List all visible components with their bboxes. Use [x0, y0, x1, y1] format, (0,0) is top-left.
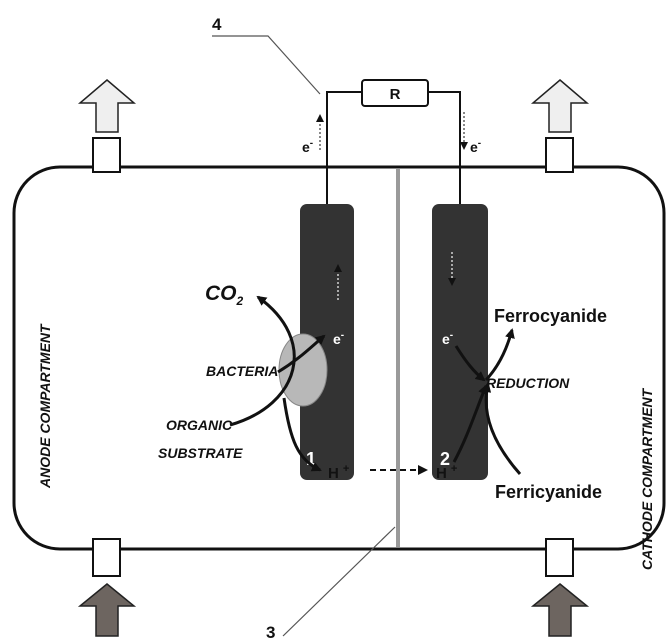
cathode-proton-label: H+ — [436, 463, 457, 482]
wire-electron-right: e- — [470, 138, 481, 155]
anode-inlet-port — [92, 538, 121, 577]
cathode-outlet-port — [545, 137, 574, 173]
proton-to-reduction-arrow — [452, 384, 488, 463]
cathode-outlet-arrow-icon — [530, 79, 590, 133]
bacteria-label: BACTERIA — [206, 363, 278, 379]
cathode-number: 2 — [440, 449, 450, 469]
anode-outlet-arrow-icon — [77, 79, 137, 133]
anode-electrode — [300, 204, 354, 480]
oxidation-to-electron-arrow — [277, 334, 326, 374]
external-circuit-wire-right — [428, 91, 461, 207]
anode-number: 1 — [306, 449, 316, 469]
anode-compartment-label: ANODE COMPARTMENT — [37, 323, 53, 489]
cathode-compartment-label: CATHODE COMPARTMENT — [639, 387, 655, 570]
cathode-electron-label: e- — [442, 330, 453, 347]
membrane-leader-line — [282, 526, 396, 637]
anode-electron-label: e- — [333, 330, 344, 347]
organic-label: ORGANIC — [166, 417, 233, 433]
external-circuit-wire — [326, 91, 362, 207]
bacteria-blob — [278, 333, 328, 407]
cathode-electrode — [432, 204, 488, 480]
resistor — [361, 79, 429, 107]
substrate-label: SUBSTRATE — [158, 445, 243, 461]
anode-outlet-port — [92, 137, 121, 173]
reduction-label: REDUCTION — [486, 375, 570, 391]
ferricyanide-label: Ferricyanide — [495, 482, 602, 502]
wire-electron-left: e- — [302, 138, 313, 155]
reduction-to-ferrocyanide-arrow — [484, 328, 515, 382]
resistor-label: R — [390, 86, 401, 103]
cathode-inlet-arrow-icon — [530, 583, 590, 637]
electron-to-reduction-arrow — [454, 345, 486, 382]
co2-label: CO2 — [205, 282, 244, 308]
wire-number-label: 4 — [212, 15, 222, 34]
membrane-number-label: 3 — [266, 623, 275, 642]
anode-proton-label: H+ — [328, 463, 349, 482]
oxidation-to-proton-arrow — [282, 397, 322, 472]
wire-leader-line — [212, 35, 321, 95]
cathode-inlet-port — [545, 538, 574, 577]
substrate-to-co2-arrow — [229, 295, 296, 427]
ferrocyanide-label: Ferrocyanide — [494, 306, 607, 326]
anode-inlet-arrow-icon — [77, 583, 137, 637]
